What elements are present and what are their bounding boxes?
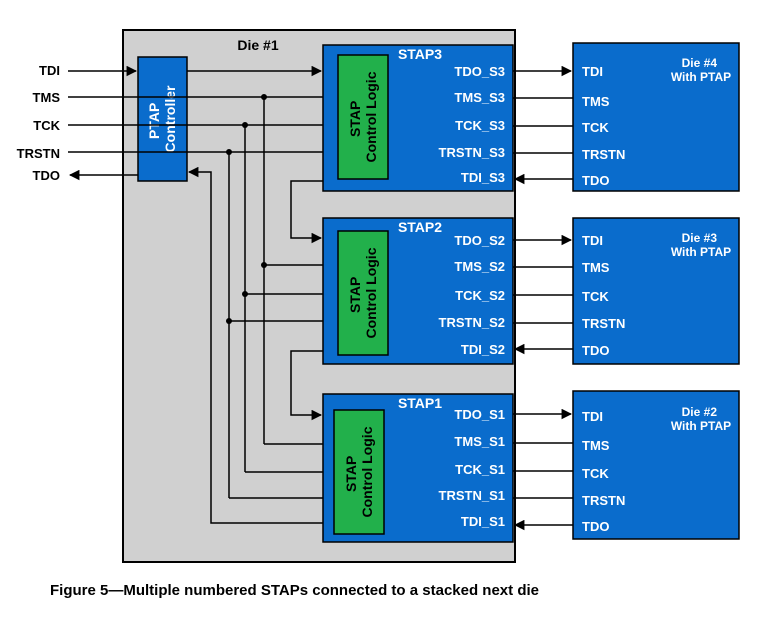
- stap3-title: STAP3: [398, 46, 442, 62]
- ptap-controller: [137, 56, 188, 182]
- ptap-label-line1: PTAP: [146, 103, 162, 139]
- die3-port-tck: TCK: [582, 289, 609, 304]
- stap1-port-tck: TCK_S1: [455, 462, 505, 477]
- stap3-port-tms: TMS_S3: [454, 90, 505, 105]
- ptap-label: PTAP Controller: [146, 85, 178, 152]
- stap2-port-tck: TCK_S2: [455, 288, 505, 303]
- wire-stap2-to-stap1: [290, 350, 323, 421]
- stap1-port-tms: TMS_S1: [454, 434, 505, 449]
- stap-block-1: STAP Control Logic STAP1 TDO_S1 TMS_S1 T…: [322, 393, 514, 543]
- stap3-logic-label: STAP Control Logic: [347, 71, 379, 162]
- stap1-title: STAP1: [398, 395, 442, 411]
- figure-caption: Figure 5—Multiple numbered STAPs connect…: [50, 582, 539, 599]
- die3-port-tdi: TDI: [582, 233, 603, 248]
- stap-block-2: STAP Control Logic STAP2 TDO_S2 TMS_S2 T…: [322, 217, 514, 365]
- stap-block-3: STAP Control Logic STAP3 TDO_S3 TMS_S3 T…: [322, 44, 514, 192]
- stap2-title: STAP2: [398, 219, 442, 235]
- die3-port-tdo: TDO: [582, 343, 609, 358]
- wire-stap1-tdi-return: [187, 166, 323, 524]
- left-signal-tdi: TDI: [39, 63, 60, 78]
- stap3-port-trstn: TRSTN_S3: [439, 145, 505, 160]
- left-signal-tms: TMS: [33, 90, 61, 105]
- stap3-port-tdi: TDI_S3: [461, 170, 505, 185]
- stap1-port-tdi: TDI_S1: [461, 514, 505, 529]
- stap1-port-tdo: TDO_S1: [454, 407, 505, 422]
- stap2-logic-label: STAP Control Logic: [347, 247, 379, 338]
- stap1-control-logic: [333, 409, 385, 535]
- stap1-logic-label: STAP Control Logic: [343, 426, 375, 517]
- die2-port-tms: TMS: [582, 438, 610, 453]
- ptap-label-line2: Controller: [162, 85, 178, 152]
- die2-port-tck: TCK: [582, 466, 609, 481]
- die3-port-trstn: TRSTN: [582, 316, 625, 331]
- die3-title: Die #3 With PTAP: [671, 231, 731, 259]
- die3-port-tms: TMS: [582, 260, 610, 275]
- die1-label: Die #1: [237, 37, 278, 53]
- die2-port-tdo: TDO: [582, 519, 609, 534]
- stap2-port-tdo: TDO_S2: [454, 233, 505, 248]
- stap3-control-logic: [337, 54, 389, 180]
- die2-port-tdi: TDI: [582, 409, 603, 424]
- die4-port-tck: TCK: [582, 120, 609, 135]
- stap2-port-trstn: TRSTN_S2: [439, 315, 505, 330]
- die4-port-trstn: TRSTN: [582, 147, 625, 162]
- stap3-port-tdo: TDO_S3: [454, 64, 505, 79]
- left-signal-tck: TCK: [33, 118, 60, 133]
- junction-dots: [226, 94, 267, 324]
- stap2-port-tms: TMS_S2: [454, 259, 505, 274]
- die2-title: Die #2 With PTAP: [671, 405, 731, 433]
- left-signal-tdo: TDO: [33, 168, 60, 183]
- die4-port-tdo: TDO: [582, 173, 609, 188]
- die4-block: Die #4 With PTAP TDI TMS TCK TRSTN TDO: [572, 42, 740, 192]
- die2-port-trstn: TRSTN: [582, 493, 625, 508]
- stap2-port-tdi: TDI_S2: [461, 342, 505, 357]
- die4-port-tms: TMS: [582, 94, 610, 109]
- stap3-port-tck: TCK_S3: [455, 118, 505, 133]
- wire-stap3-to-stap2: [290, 180, 323, 244]
- left-signal-trstn: TRSTN: [17, 146, 60, 161]
- die4-title: Die #4 With PTAP: [671, 56, 731, 84]
- wiring: [68, 65, 573, 531]
- die3-block: Die #3 With PTAP TDI TMS TCK TRSTN TDO: [572, 217, 740, 365]
- die2-block: Die #2 With PTAP TDI TMS TCK TRSTN TDO: [572, 390, 740, 540]
- stap1-port-trstn: TRSTN_S1: [439, 488, 505, 503]
- stap2-control-logic: [337, 230, 389, 356]
- die4-port-tdi: TDI: [582, 64, 603, 79]
